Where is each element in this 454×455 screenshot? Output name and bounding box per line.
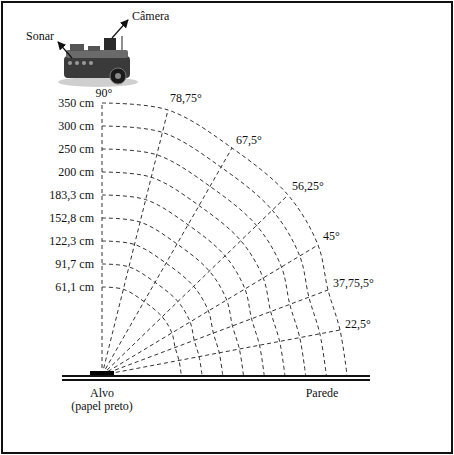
- distance-arc: [102, 264, 202, 375]
- distance-label: 350 cm: [58, 97, 94, 109]
- robot-deck: [66, 50, 128, 58]
- distance-label: 122,3 cm: [49, 235, 94, 247]
- camera-symbol: [104, 38, 116, 50]
- angle-label: 56,25°: [292, 180, 324, 192]
- camera-label: Câmera: [132, 10, 169, 22]
- angle-label: 67,5°: [236, 134, 262, 146]
- leader-arrow: [112, 20, 128, 38]
- distance-label: 61,1 cm: [55, 281, 94, 293]
- distance-arc: [102, 126, 326, 375]
- distance-arc: [102, 195, 264, 375]
- robot-module: [88, 46, 100, 51]
- distance-arc: [102, 149, 306, 375]
- angle-line: [102, 103, 103, 375]
- wall-line: [62, 375, 370, 377]
- wall-label: Parede: [306, 387, 339, 399]
- wall: [62, 371, 370, 380]
- robot-body: [64, 56, 130, 78]
- distance-arc: [102, 103, 347, 375]
- angle-line: [102, 330, 340, 375]
- target-paper: [90, 371, 114, 375]
- distance-label: 200 cm: [58, 166, 94, 178]
- angle-line: [102, 148, 232, 375]
- angle-label: 45°: [323, 230, 340, 242]
- angle-line: [102, 245, 318, 375]
- angle-label: 90°: [96, 87, 113, 99]
- angle-line: [102, 290, 328, 375]
- robot: [58, 20, 138, 87]
- angle-line: [102, 195, 288, 375]
- distance-label: 91,7 cm: [55, 258, 94, 270]
- wheel: [110, 68, 126, 84]
- wall-line: [62, 379, 370, 381]
- distance-label: 250 cm: [58, 143, 94, 155]
- robot-module: [70, 44, 84, 51]
- wheel-hub: [115, 73, 121, 79]
- sonar-label: Sonar: [26, 30, 54, 42]
- distance-arc: [102, 218, 243, 375]
- antenna: [121, 36, 122, 50]
- distance-label: 300 cm: [58, 120, 94, 132]
- angle-label: 37,75,5°: [333, 277, 374, 289]
- angle-label: 22,5°: [345, 318, 371, 330]
- target-label: (papel preto): [71, 400, 133, 412]
- leader-arrow: [58, 42, 72, 58]
- distance-arc: [102, 172, 285, 375]
- target-label: Alvo: [90, 387, 114, 399]
- distance-arc: [102, 241, 223, 375]
- angle-label: 78,75°: [170, 92, 202, 104]
- distance-label: 183,3 cm: [49, 189, 94, 201]
- angle-line: [102, 110, 168, 375]
- distance-arc: [102, 287, 181, 375]
- distance-fan: [102, 103, 347, 375]
- sonar-ring: [68, 61, 93, 65]
- distance-label: 152,8 cm: [49, 212, 94, 224]
